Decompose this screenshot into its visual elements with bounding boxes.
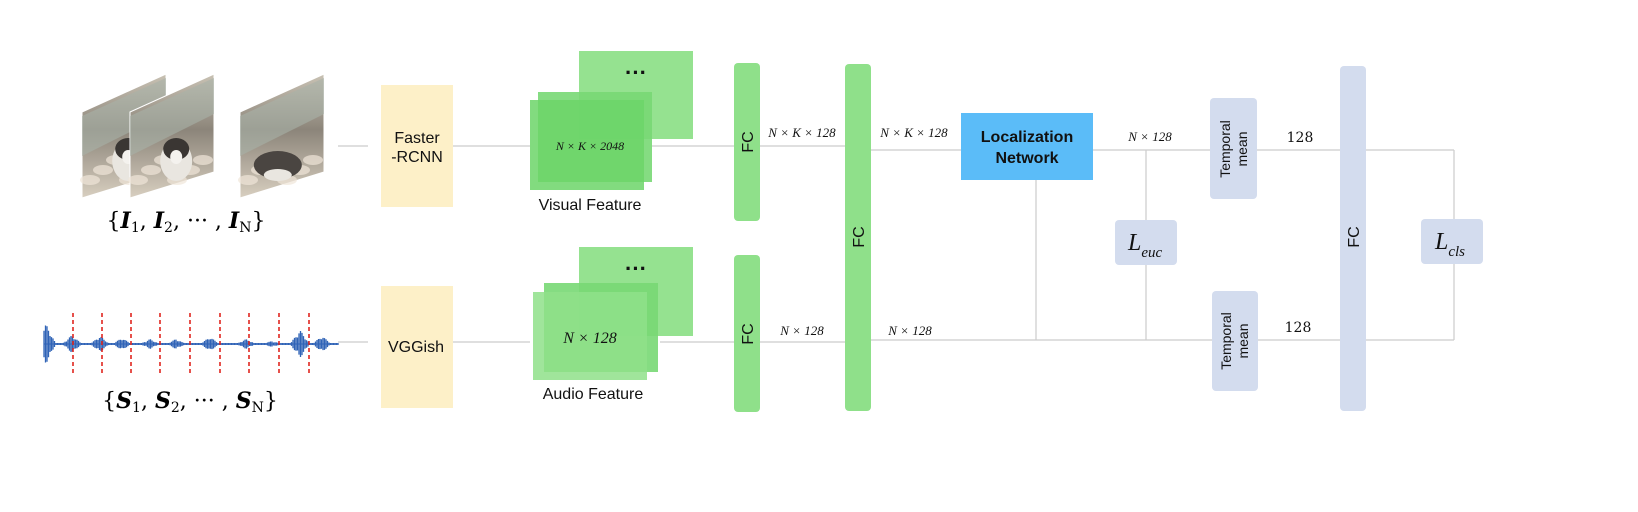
loss-cls-sub: cls [1448,244,1465,260]
loss-cls-base: L [1434,229,1448,255]
fc-shared-block: FC [845,64,871,411]
visual-feature-dim: N × K × 2048 [555,139,624,153]
temporal-mean-top-line1: Temporal [1217,120,1233,178]
audio-label: {S1, S2, ··· , SN} [102,388,278,416]
fc-audio-box [734,255,760,412]
audio-feature-ellipsis: ··· [625,256,647,281]
math-subscript: N [239,220,251,236]
frames-label: {I1, I2, ··· , IN} [107,208,266,236]
edge-label-visual-after-fc: N × K × 128 [767,125,836,140]
math-subscript: N [252,400,264,416]
math-punct: , ··· , [180,389,236,414]
math-punct: , ··· , [173,209,229,234]
math-symbol: S [116,388,132,414]
loss-euc-sub: euc [1141,245,1162,261]
visual-feature-stack: ··· N × K × 2048 Visual Feature [530,51,693,214]
loss-cls-label: Lcls [1434,229,1465,260]
video-frame-2 [128,73,215,199]
connectors [338,145,1455,343]
temporal-mean-top-line2: mean [1234,131,1250,166]
faster-rcnn-block: Faster -RCNN [381,85,453,207]
edge-label-audio-after-fc: N × 128 [779,323,824,338]
localization-network-label-line1: Localization [981,129,1073,146]
math-subscript: 1 [131,220,140,236]
math-punct: { [107,209,121,234]
math-symbol: I [153,208,165,234]
audio-feature-front-sheet [533,292,647,380]
loss-euc-label: Leuc [1127,230,1163,261]
loss-cls-block: Lcls [1421,219,1483,264]
math-punct: } [264,389,278,414]
vggish-label: VGGish [388,339,444,356]
faster-rcnn-label-line1: Faster [394,130,440,147]
edge-label-mean-bottom-out: 128 [1285,320,1312,336]
audio-waveform [43,313,339,375]
audio-feature-stack: ··· N × 128 Audio Feature [533,247,693,403]
temporal-mean-bottom-block: Temporal mean [1212,291,1258,391]
vggish-box [381,286,453,408]
fc-shared-box [845,64,871,411]
math-symbol: S [155,388,171,414]
vggish-block: VGGish [381,286,453,408]
fc-visual-box [734,63,760,221]
fc-visual-block: FC [734,63,760,221]
fc-final-label: FC [1346,226,1363,247]
fc-final-block: FC [1340,66,1366,411]
waveform-signal [43,325,339,363]
math-punct: , [140,209,154,234]
localization-network-box [961,113,1093,180]
audio-feature-caption: Audio Feature [543,386,644,403]
edge-label-mean-top-out: 128 [1287,130,1314,146]
loss-euc-box [1115,220,1177,265]
math-symbol: S [236,388,252,414]
fc-visual-label: FC [740,131,757,152]
math-subscript: 2 [164,220,173,236]
localization-network-block: Localization Network [961,113,1093,180]
temporal-mean-top-box [1210,98,1257,199]
edge-label-visual-after-shared-fc: N × K × 128 [879,125,948,140]
math-punct: { [102,389,116,414]
loss-euc-base: L [1127,230,1141,256]
math-punct: } [251,209,265,234]
visual-feature-front-sheet [530,100,644,190]
visual-feature-caption: Visual Feature [539,197,642,214]
math-symbol: I [120,208,132,234]
faster-rcnn-box [381,85,453,207]
fc-final-box [1340,66,1366,411]
loss-euc-block: Leuc [1115,220,1177,265]
math-subscript: 1 [132,400,141,416]
math-subscript: 2 [171,400,180,416]
loss-cls-box [1421,219,1483,264]
temporal-mean-top-block: Temporal mean [1210,98,1257,199]
edge-label-loc-out: N × 128 [1127,129,1172,144]
temporal-mean-bottom-box [1212,291,1258,391]
edge-label-audio-after-shared-fc: N × 128 [887,323,932,338]
video-frame-n [238,73,325,199]
video-frames [80,73,325,199]
fc-audio-block: FC [734,255,760,412]
math-symbol: I [228,208,240,234]
temporal-mean-bottom-line1: Temporal [1218,312,1234,370]
fc-shared-label: FC [851,226,868,247]
temporal-mean-bottom-line2: mean [1235,323,1251,358]
localization-network-label-line2: Network [995,150,1058,167]
faster-rcnn-label-line2: -RCNN [391,149,443,166]
math-punct: , [141,389,155,414]
visual-feature-ellipsis: ··· [625,60,647,85]
fc-audio-label: FC [740,323,757,344]
audio-feature-dim: N × 128 [562,330,616,347]
